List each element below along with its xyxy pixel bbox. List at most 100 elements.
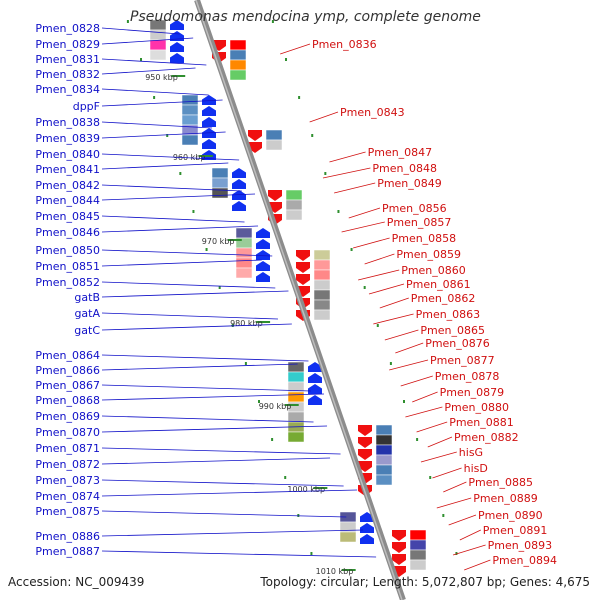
gene-block xyxy=(235,247,253,259)
left-leader-line xyxy=(101,415,314,423)
left-track-dot xyxy=(271,438,274,441)
gene-block xyxy=(287,371,305,383)
right-leader-line xyxy=(280,43,311,55)
gene-block xyxy=(229,49,247,61)
right-leader-line xyxy=(412,391,438,403)
gene-block xyxy=(211,177,229,189)
right-gene-label: Pmen_0890 xyxy=(478,509,543,522)
forward-cds-arrow xyxy=(170,53,184,63)
right-leader-line xyxy=(395,342,424,354)
left-gene-label: Pmen_0842 xyxy=(35,179,100,192)
left-leader-line xyxy=(101,121,213,129)
right-track-dot xyxy=(363,286,366,289)
gene-block xyxy=(285,199,303,211)
left-gene-label: Pmen_0851 xyxy=(35,260,100,273)
reverse-cds-arrow xyxy=(248,130,262,141)
right-leader-line xyxy=(464,559,491,571)
left-track-dot xyxy=(244,362,247,365)
reverse-cds-arrow xyxy=(392,530,406,541)
right-gene-label: Pmen_0889 xyxy=(473,492,538,505)
right-leader-line xyxy=(384,329,419,341)
left-gene-label: Pmen_0874 xyxy=(35,490,100,503)
left-leader-line xyxy=(101,225,259,233)
gene-block xyxy=(149,39,167,51)
left-gene-label: Pmen_0850 xyxy=(35,244,100,257)
left-track-dot xyxy=(126,20,129,23)
gene-block xyxy=(285,189,303,201)
right-gene-label: Pmen_0885 xyxy=(468,476,533,489)
gene-block xyxy=(181,134,199,146)
forward-cds-arrow xyxy=(170,42,184,52)
left-gene-label: Pmen_0839 xyxy=(35,132,100,145)
gene-block xyxy=(229,59,247,71)
gene-block xyxy=(265,129,283,141)
gene-block xyxy=(313,269,331,281)
left-gene-label: gatA xyxy=(74,307,100,320)
right-leader-line xyxy=(452,544,486,556)
left-leader-line xyxy=(101,88,209,96)
gene-block xyxy=(409,529,427,541)
right-track-dot xyxy=(324,172,327,175)
left-leader-line xyxy=(101,363,298,371)
backbone-line xyxy=(194,0,406,600)
forward-cds-arrow xyxy=(202,117,216,127)
left-gene-label: Pmen_0868 xyxy=(35,394,100,407)
left-gene-label: Pmen_0829 xyxy=(35,38,100,51)
gene-block xyxy=(181,94,199,106)
right-gene-label: Pmen_0858 xyxy=(392,232,457,245)
right-gene-label: Pmen_0856 xyxy=(382,202,447,215)
backbone-highlight xyxy=(195,0,403,600)
left-leader-line xyxy=(101,290,289,298)
right-leader-line xyxy=(364,253,395,265)
gene-block xyxy=(229,39,247,51)
left-gene-label: Pmen_0869 xyxy=(35,410,100,423)
right-gene-label: Pmen_0836 xyxy=(312,38,377,51)
right-track-dot xyxy=(389,362,392,365)
gene-block xyxy=(181,114,199,126)
left-gene-label: Pmen_0887 xyxy=(35,545,100,558)
left-leader-line xyxy=(101,510,347,518)
forward-cds-arrow xyxy=(308,373,322,383)
gene-block xyxy=(211,187,229,199)
left-gene-label: Pmen_0841 xyxy=(35,163,100,176)
forward-cds-arrow xyxy=(256,272,270,282)
left-leader-line xyxy=(101,99,223,107)
gene-block xyxy=(287,391,305,403)
gene-block xyxy=(375,454,393,466)
left-leader-line xyxy=(101,37,194,45)
left-gene-label: dppF xyxy=(73,100,100,113)
right-leader-line xyxy=(373,313,414,325)
left-leader-line xyxy=(101,479,344,487)
left-gene-label: Pmen_0886 xyxy=(35,530,100,543)
right-leader-line xyxy=(432,467,462,479)
right-gene-label: Pmen_0893 xyxy=(488,539,553,552)
genome-backbone xyxy=(194,0,406,600)
right-leader-line xyxy=(379,297,409,309)
gene-block xyxy=(339,531,357,543)
kbp-tick-label: 1000 kbp xyxy=(287,485,325,494)
right-leader-line xyxy=(405,406,443,418)
left-leader-line xyxy=(101,215,245,223)
right-leader-line xyxy=(341,221,385,233)
right-track-dot xyxy=(442,514,445,517)
forward-cds-arrow xyxy=(308,395,322,405)
right-track-dot xyxy=(455,552,458,555)
right-gene-label: Pmen_0877 xyxy=(430,354,495,367)
gene-block xyxy=(409,549,427,561)
gene-block xyxy=(229,69,247,81)
right-leader-line xyxy=(309,111,339,123)
right-gene-label: Pmen_0860 xyxy=(401,264,466,277)
feature-tracks xyxy=(126,19,458,577)
left-track-dot xyxy=(205,248,208,251)
gene-block xyxy=(375,424,393,436)
gene-block xyxy=(375,434,393,446)
right-gene-label: Pmen_0880 xyxy=(444,401,509,414)
left-leader-line xyxy=(101,550,377,558)
right-gene-label: Pmen_0848 xyxy=(372,162,437,175)
gene-block xyxy=(235,227,253,239)
right-gene-label: Pmen_0876 xyxy=(425,337,490,350)
left-gene-label: Pmen_0872 xyxy=(35,458,100,471)
right-leader-line xyxy=(368,283,405,295)
